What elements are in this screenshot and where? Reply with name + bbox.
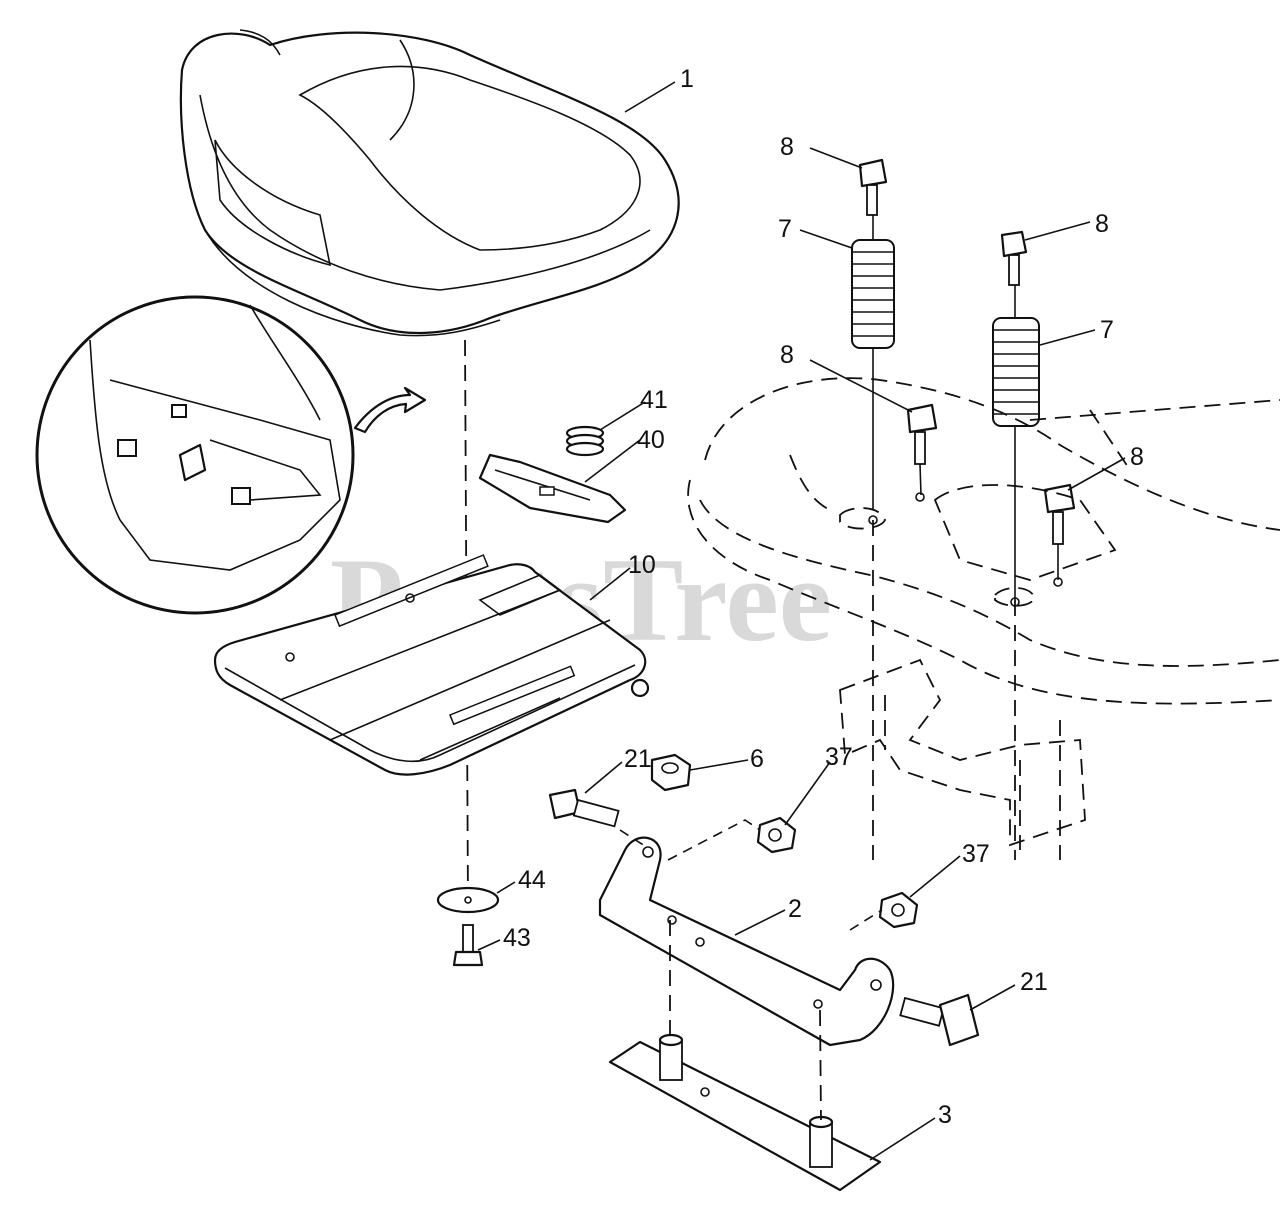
callout-8: 8 (780, 133, 794, 161)
callout-3: 3 (938, 1101, 952, 1129)
callout-8: 8 (1095, 210, 1109, 238)
spring-41 (565, 425, 605, 457)
inset-detail (35, 295, 427, 615)
frame-dashed (687, 377, 1280, 860)
callout-2: 2 (788, 895, 802, 923)
callout-1: 1 (680, 65, 694, 93)
bolt-8-top-left (858, 158, 888, 216)
callout-10: 10 (628, 551, 656, 579)
nut-37-upper (756, 816, 797, 854)
seat-pan-10 (213, 554, 650, 776)
callout-6: 6 (750, 745, 764, 773)
callout-21: 21 (1020, 968, 1048, 996)
dash-plate-right (819, 1009, 822, 1121)
callout-21: 21 (624, 745, 652, 773)
callout-44: 44 (518, 866, 546, 894)
dash-nut-37-lower (849, 909, 883, 931)
callout-37: 37 (825, 743, 853, 771)
spring-7-left (851, 239, 895, 349)
callout-37: 37 (962, 840, 990, 868)
bolt-8-right (1043, 483, 1076, 545)
callout-41: 41 (640, 386, 668, 414)
plate-3 (608, 1033, 882, 1192)
bolt-21-right (899, 993, 980, 1047)
callout-43: 43 (503, 924, 531, 952)
bolt-43 (452, 924, 484, 967)
callout-40: 40 (637, 426, 665, 454)
dash-bolt-21-left (619, 829, 649, 849)
callout-7: 7 (778, 215, 792, 243)
bolt-21-left (548, 788, 620, 828)
nut-6 (650, 753, 692, 792)
callout-8: 8 (1130, 443, 1144, 471)
nut-37-lower (878, 891, 919, 929)
dash-nut-37-upper (667, 819, 761, 861)
bracket-2 (598, 836, 895, 1047)
bracket-40 (478, 453, 627, 524)
washer-44 (436, 886, 500, 914)
spring-7-right (992, 317, 1040, 427)
seat (179, 29, 680, 337)
bolt-8-top-right (1000, 230, 1028, 286)
callout-7: 7 (1100, 316, 1114, 344)
callout-8: 8 (780, 341, 794, 369)
bolt-8-mid (906, 403, 938, 465)
